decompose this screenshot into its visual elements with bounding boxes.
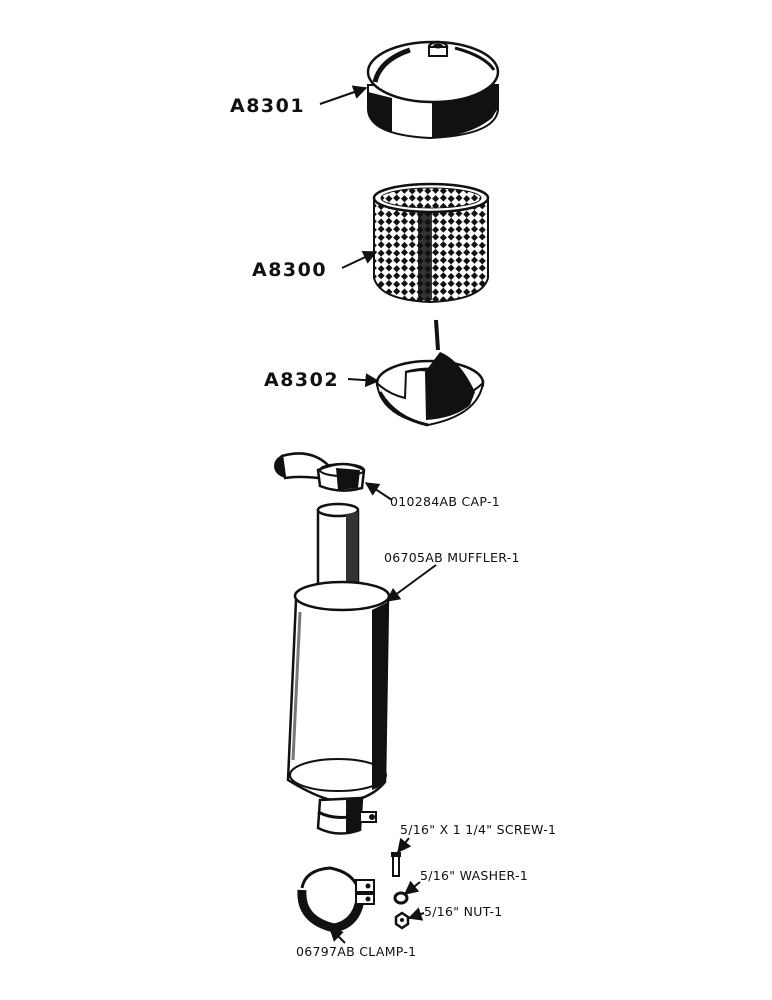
leader-lines — [319, 85, 437, 944]
clamp-part — [297, 866, 375, 933]
leader-washer — [403, 880, 421, 895]
washer-part — [393, 891, 409, 905]
leader-muffler — [385, 564, 437, 602]
label-cap: 010284AB CAP-1 — [390, 494, 500, 509]
label-a8301: A8301 — [230, 95, 305, 117]
leader-a8301 — [319, 85, 368, 105]
label-a8302: A8302 — [264, 369, 339, 391]
leader-cap — [364, 482, 393, 501]
screw-part — [391, 852, 401, 877]
cover-cap-part — [366, 40, 500, 140]
leader-clamp — [329, 927, 346, 944]
leader-nut — [407, 907, 425, 921]
rain-cap-part — [274, 452, 366, 492]
label-screw: 5/16" X 1 1/4" SCREW-1 — [400, 822, 556, 837]
filter-element-part — [372, 182, 490, 304]
label-nut: 5/16" NUT-1 — [424, 904, 503, 919]
label-clamp: 06797AB CLAMP-1 — [296, 944, 416, 959]
leader-a8300 — [341, 251, 378, 269]
label-washer: 5/16" WASHER-1 — [420, 868, 528, 883]
leader-a8302 — [347, 373, 380, 388]
label-a8300: A8300 — [252, 259, 327, 281]
muffler-part — [286, 502, 391, 835]
label-muffler: 06705AB MUFFLER-1 — [384, 550, 520, 565]
nut-part — [394, 911, 410, 930]
leader-screw — [397, 837, 412, 854]
cone-adapter-part — [375, 319, 485, 427]
